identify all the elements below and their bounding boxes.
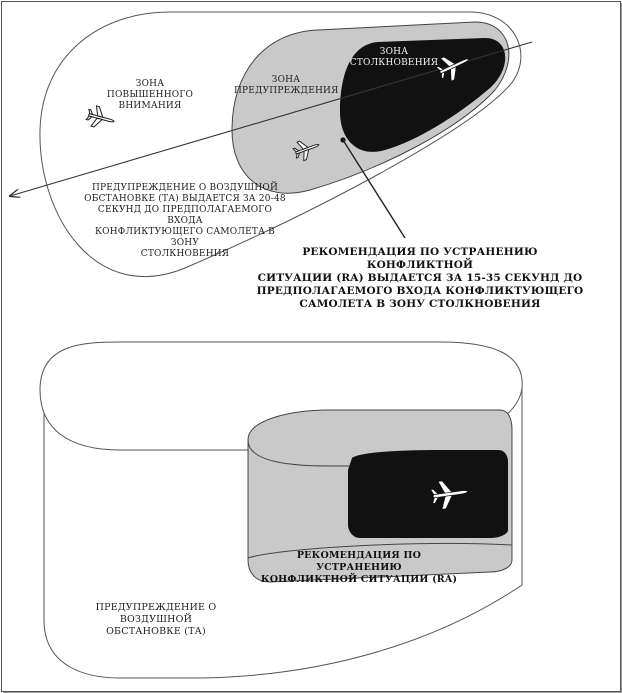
ta-volume-label: ПРЕДУПРЕЖДЕНИЕ О ВОЗДУШНОЙ ОБСТАНОВКЕ (Т… — [95, 602, 217, 637]
collision-volume — [348, 450, 508, 538]
ra-timing-note: РЕКОМЕНДАЦИЯ ПО УСТРАНЕНИЮ КОНФЛИКТНОЙ С… — [256, 246, 584, 310]
ra-volume-label: РЕКОМЕНДАЦИЯ ПО УСТРАНЕНИЮ КОНФЛИКТНОЙ С… — [260, 550, 458, 585]
caution-zone-label: ЗОНА ПОВЫШЕННОГО ВНИМАНИЯ — [106, 79, 194, 111]
ta-timing-note: ПРЕДУПРЕЖДЕНИЕ О ВОЗДУШНОЙ ОБСТАНОВКЕ (Т… — [84, 183, 286, 259]
collision-zone — [340, 38, 506, 152]
flight-path-arrow — [10, 41, 533, 196]
collision-zone-label: ЗОНА СТОЛКНОВЕНИЯ — [349, 47, 439, 68]
ra-leader-line — [342, 139, 406, 239]
warning-zone-label: ЗОНА ПРЕДУПРЕЖДЕНИЯ — [234, 75, 339, 96]
